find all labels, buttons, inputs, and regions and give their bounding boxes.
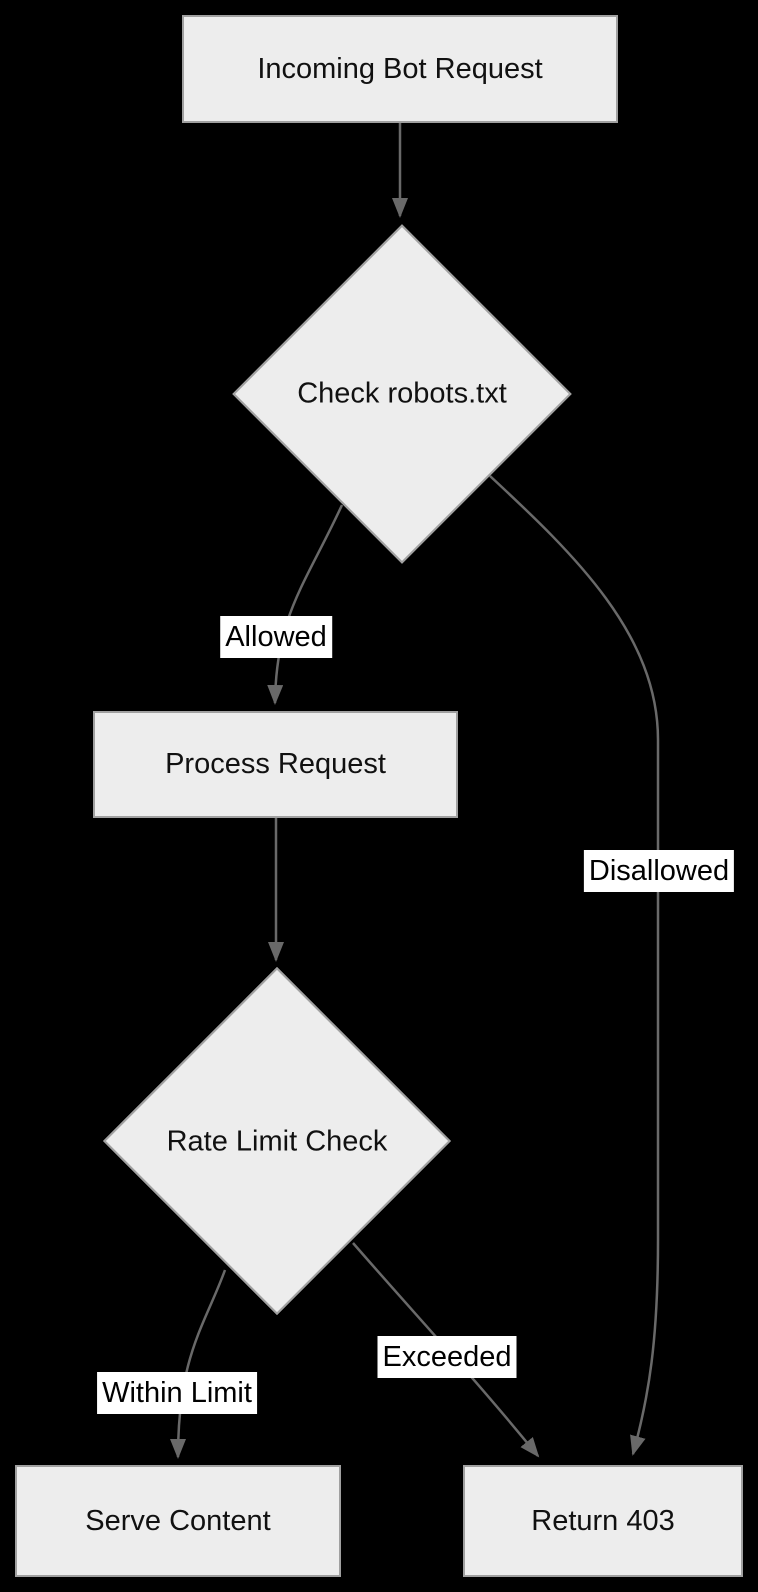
node-rate-limit-check-label: Rate Limit Check: [166, 1125, 388, 1158]
node-serve-content: Serve Content: [15, 1465, 341, 1577]
edge-label-allowed: Allowed: [220, 616, 332, 658]
edge-label-within-limit: Within Limit: [97, 1372, 257, 1414]
node-check-robots-label: Check robots.txt: [297, 377, 507, 410]
edge-label-exceeded: Exceeded: [377, 1336, 517, 1378]
edge-rate-limit-to-serve-within: [170, 1269, 227, 1459]
node-return-403: Return 403: [463, 1465, 743, 1577]
node-return-403-label: Return 403: [531, 1504, 675, 1537]
edge-label-disallowed: Disallowed: [583, 850, 735, 892]
node-incoming-bot-request-label: Incoming Bot Request: [257, 52, 543, 85]
node-serve-content-label: Serve Content: [85, 1504, 271, 1537]
edge-check-robots-to-process-allowed: [267, 504, 344, 705]
node-process-request-label: Process Request: [165, 748, 386, 780]
node-process-request: Process Request: [93, 711, 458, 818]
node-incoming-bot-request: Incoming Bot Request: [182, 15, 618, 123]
edge-check-robots-to-return403-disallowed: [489, 475, 660, 1456]
